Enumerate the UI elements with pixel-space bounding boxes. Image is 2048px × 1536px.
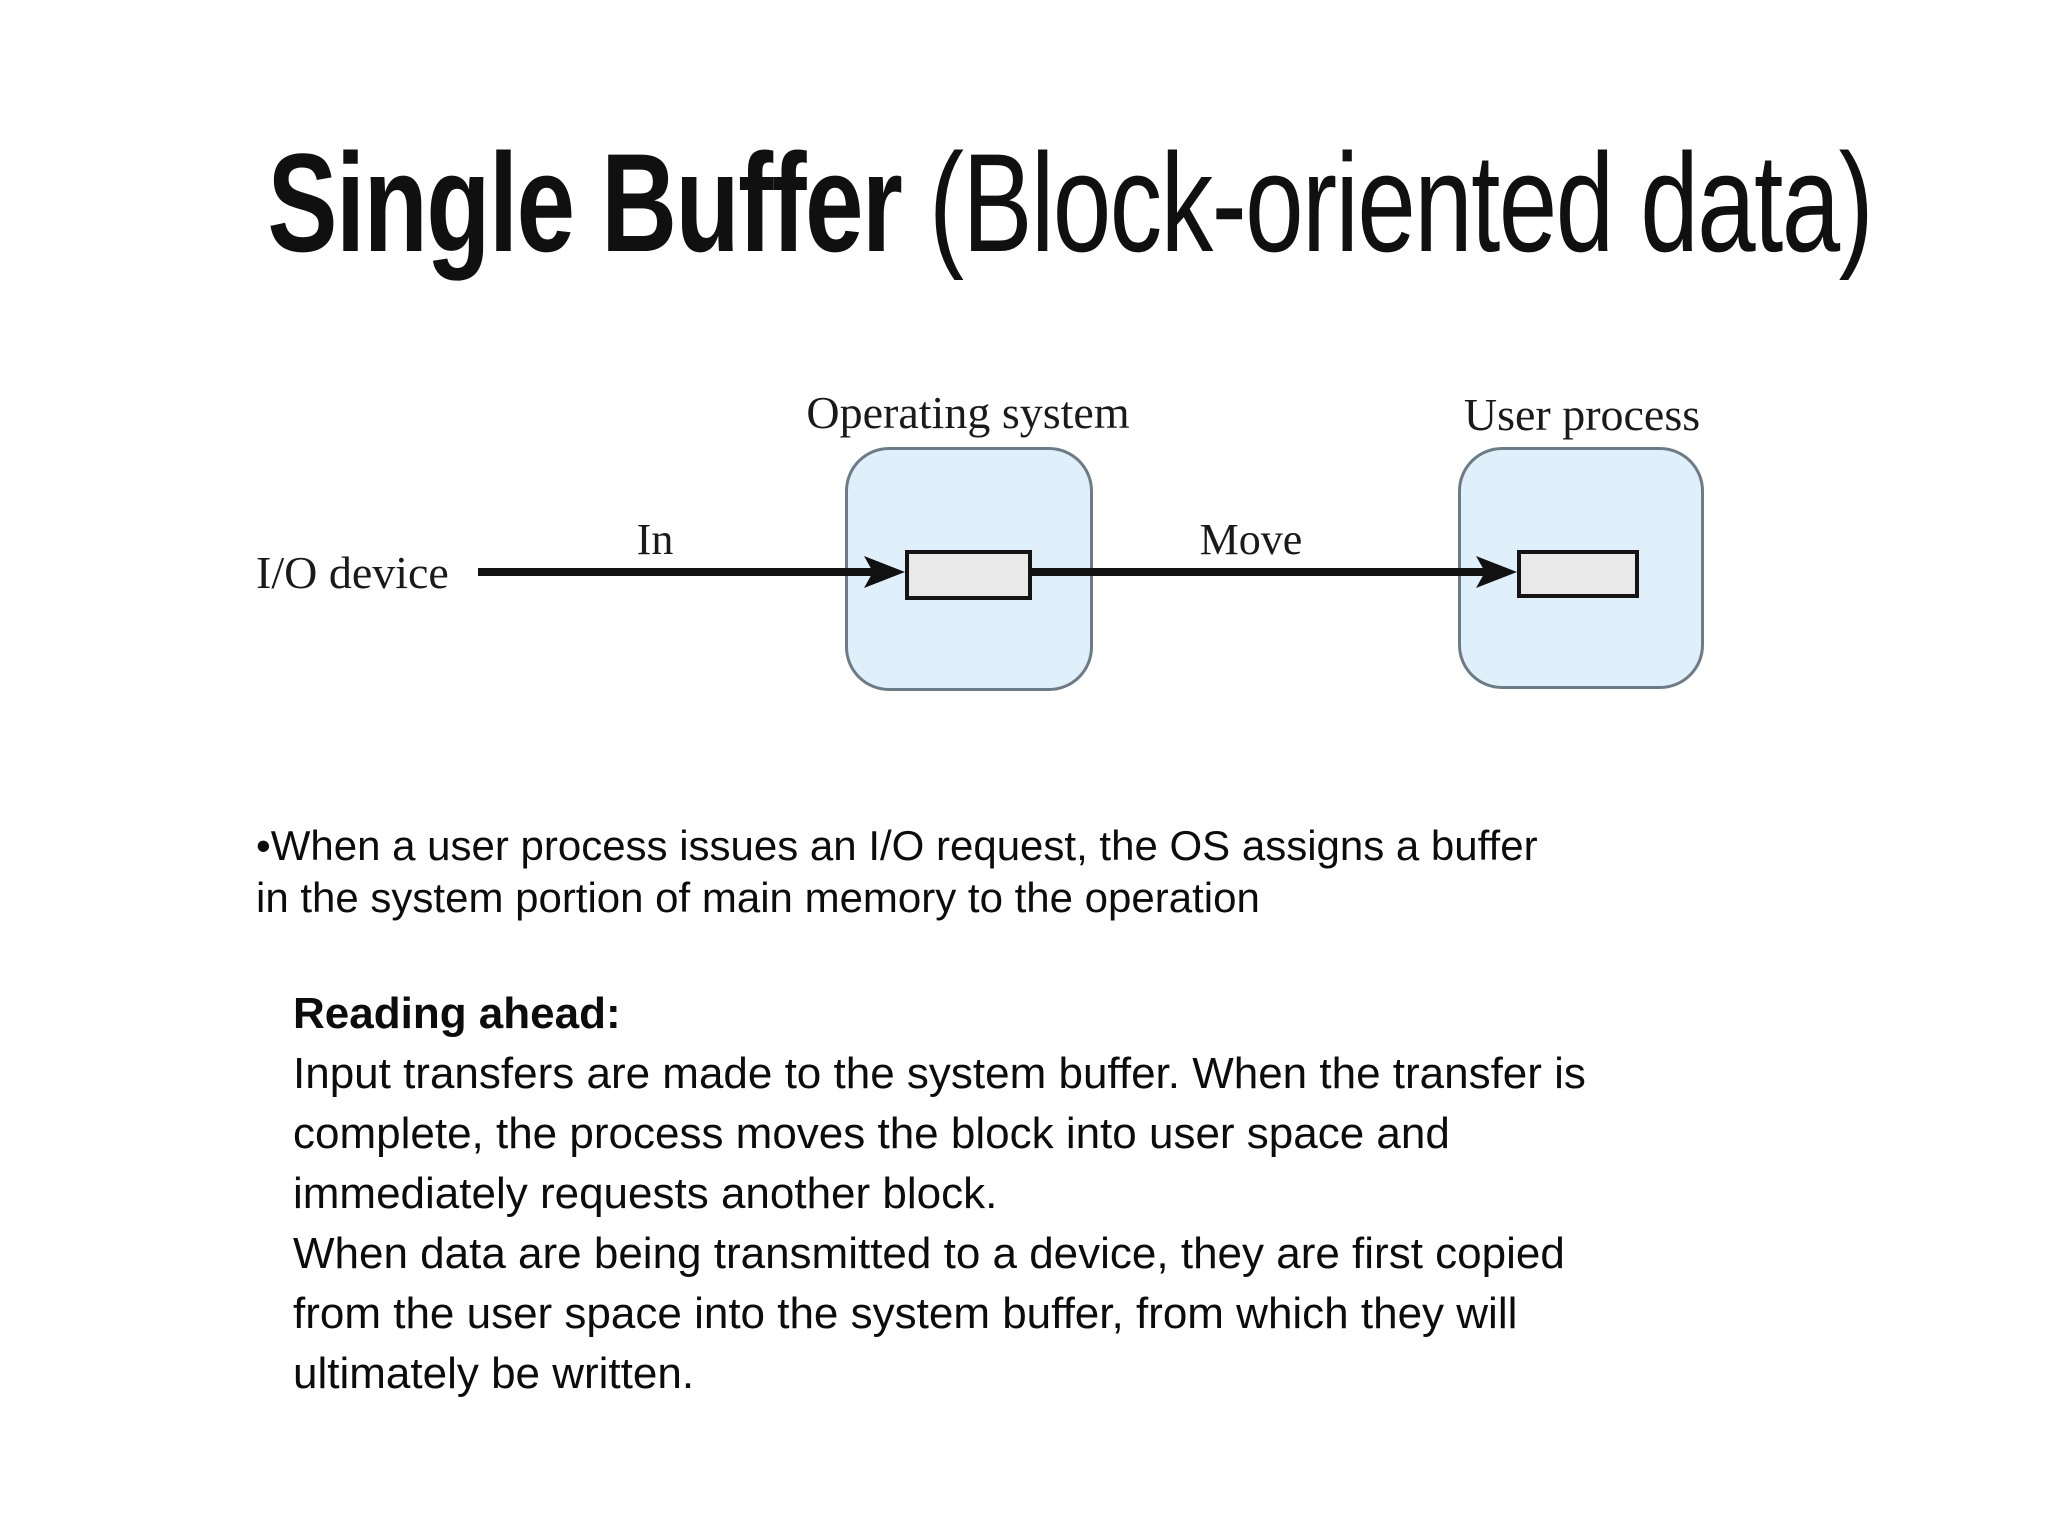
reading-ahead-block: Reading ahead: Input transfers are made … <box>293 984 1586 1404</box>
user-buffer-box <box>1517 550 1639 598</box>
in-arrow-icon <box>478 556 905 588</box>
system-buffer-box <box>905 550 1032 600</box>
reading-ahead-body: Input transfers are made to the system b… <box>293 1049 1586 1398</box>
move-arrow-label: Move <box>1199 515 1303 564</box>
reading-ahead-heading: Reading ahead: <box>293 989 621 1038</box>
user-process-label: User process <box>1463 389 1701 440</box>
in-arrow-label: In <box>636 515 674 564</box>
operating-system-label: Operating system <box>806 387 1130 438</box>
title-subtitle: (Block-oriented data) <box>901 124 1874 281</box>
page-title: Single Buffer (Block-oriented data) <box>0 133 2048 273</box>
bullet-paragraph: •When a user process issues an I/O reque… <box>256 822 1538 921</box>
io-device-label: I/O device <box>256 547 449 598</box>
title-main: Single Buffer <box>267 124 902 281</box>
page-title-text: Single Buffer (Block-oriented data) <box>267 133 1873 273</box>
